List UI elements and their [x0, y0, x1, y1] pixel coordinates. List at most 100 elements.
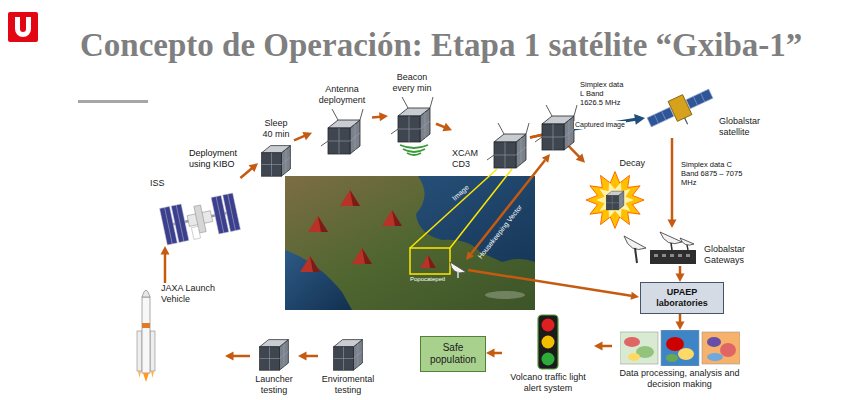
stage-node: JAXA Launch Vehicle [135, 283, 225, 383]
cube-icon-part-part [360, 109, 363, 120]
rocket-icon-part [151, 371, 154, 378]
flow-arrow [668, 138, 677, 228]
cube-icon [256, 336, 292, 372]
stage-node: ISS [150, 178, 250, 246]
cube-icon [330, 336, 366, 372]
stage-node: Launcher testing [250, 336, 298, 396]
dish-icon-part [624, 236, 646, 250]
label-group: Safe population [427, 342, 479, 366]
earth-map-part [285, 176, 535, 310]
label-group: ISS [150, 178, 250, 189]
flow-arrow [436, 123, 452, 131]
node-label: Globalstar Gateways [704, 244, 752, 266]
sat-icon-part-part [654, 114, 658, 123]
volcano-symbols-part [428, 255, 436, 268]
volcano-symbols-part [340, 190, 360, 206]
boom-icon-part [586, 172, 644, 229]
data-icon-part [624, 337, 640, 347]
node-label: Volcano traffic light alert system [502, 372, 594, 394]
sat-icon-part-part [693, 96, 697, 105]
arrow-head [668, 220, 677, 229]
label-group: UPAEP laboratories [647, 287, 717, 309]
arrow-line [294, 136, 305, 141]
cube-icon-part-part [494, 142, 516, 168]
data-icon [620, 330, 740, 366]
flow-arrow [676, 314, 685, 330]
stage-node: Sleep 40 min [258, 118, 294, 178]
arrow-head [225, 352, 234, 361]
stage-node: Antenna deployment [312, 84, 372, 156]
cube-icon [258, 142, 294, 178]
volcano-symbols-part [392, 210, 402, 226]
flow-arrow [676, 266, 685, 282]
cube-icon-part-part [494, 155, 516, 156]
boom-icon-part-part [606, 196, 618, 210]
arrow-head [442, 123, 452, 131]
edge-label: Deployment using KIBO [188, 148, 242, 170]
data-icon-part [666, 354, 678, 362]
housekeeping-arrow-part [471, 160, 545, 253]
node-label: Safe population [427, 342, 479, 366]
node-label: Enviromental testing [318, 374, 378, 396]
note-label: Simplex data L Band 1626.5 MHz [580, 80, 626, 107]
beacon-icon-part [407, 153, 421, 155]
arrow-head [302, 132, 312, 140]
stage-node: XCAM CD3 [452, 122, 530, 170]
node-label: Data processing, analysis and decision m… [612, 368, 747, 390]
iss-icon-part-part [171, 204, 189, 243]
dish-icon [620, 228, 700, 266]
label-group: Sleep 40 min [260, 118, 292, 140]
dish-icon-part [654, 254, 658, 257]
cubesat-icon-part-part [574, 105, 577, 116]
arrow-head [486, 349, 495, 358]
arrow-head [676, 322, 685, 331]
earth-map-part [485, 291, 525, 299]
stage-node: Beacon every min [388, 72, 436, 156]
cube-icon-part-part [321, 141, 328, 146]
iss-icon-part-part [176, 205, 184, 242]
arrow-line [602, 345, 613, 348]
cube-icon-part-part [516, 147, 526, 155]
volcano-symbols-part [318, 216, 328, 232]
housekeeping-arrow-part [466, 251, 474, 260]
volcano-symbols [300, 190, 436, 272]
data-icon-part [678, 348, 694, 360]
iss-icon-part-part [228, 194, 236, 231]
edge-label: Simplex data C Band 6875 – 7075 MHz [680, 160, 744, 187]
sat-icon-part [645, 84, 715, 138]
downlink-arrow-part [631, 292, 640, 300]
volcano-symbols-part [350, 190, 360, 206]
cube-icon-part [260, 340, 289, 371]
dish-icon-part [686, 254, 690, 257]
node-label: Decay [585, 158, 645, 169]
flow-arrow [594, 342, 612, 351]
label-group: Antenna deployment [312, 84, 372, 106]
iss-icon-part-part [216, 196, 224, 233]
rocket-icon [135, 283, 157, 383]
beacon-icon-part [403, 149, 425, 152]
iss-icon-part-part [165, 207, 173, 244]
iss-icon-part [160, 193, 241, 245]
light-icon-part [542, 319, 555, 332]
arrow-head [576, 154, 585, 163]
rocket-icon-part [142, 323, 150, 328]
node-label: UPAEP laboratories [647, 287, 717, 309]
rocket-icon-part [138, 371, 141, 378]
data-icon-part [702, 332, 740, 364]
volcano-symbols-part [352, 248, 372, 264]
rocket-icon-part [150, 331, 155, 371]
cube-icon [486, 122, 530, 170]
stage-node: Volcano traffic light alert system [502, 314, 594, 394]
arrow-line [240, 168, 252, 178]
cube-icon-part-part [353, 351, 362, 358]
edge-label: Captured image [574, 121, 626, 129]
data-icon-part [661, 330, 699, 366]
arrow-head [634, 114, 645, 125]
label-group: Beacon every min [388, 72, 436, 94]
cubesat-icon [534, 104, 578, 152]
stage-node: Globalstar Gateways [620, 228, 752, 266]
dish-icon-part [670, 254, 674, 257]
flow-arrow [240, 163, 258, 178]
node-label: JAXA Launch Vehicle [161, 283, 225, 305]
dish-icon-part [671, 243, 672, 250]
